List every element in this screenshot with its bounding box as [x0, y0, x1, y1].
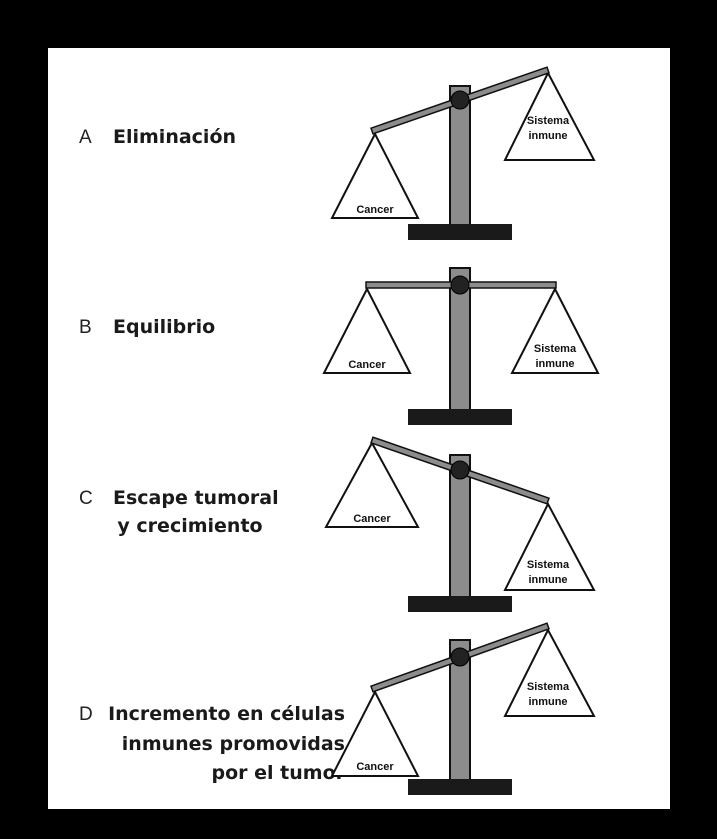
immune-system-label: inmune — [528, 574, 567, 586]
panel-letter: A — [79, 127, 92, 148]
panel-title-line: inmunes promovidas — [122, 733, 345, 755]
cancer-label: Cancer — [353, 513, 391, 525]
panel-letter: B — [79, 317, 92, 338]
panel-title-line: Equilibrio — [113, 316, 215, 338]
panel-title-line: Incremento en células — [108, 703, 345, 725]
panel-title-line: y crecimiento — [117, 515, 262, 537]
scale-base — [408, 409, 512, 425]
immune-system-pan — [510, 286, 600, 374]
cancer-label: Cancer — [356, 761, 394, 773]
scale-pivot — [450, 90, 470, 110]
immune-system-label: Sistema — [527, 559, 570, 571]
scale-base — [408, 779, 512, 795]
panel-letter: D — [79, 704, 93, 725]
cancer-pan — [330, 689, 420, 777]
cancer-label: Cancer — [356, 204, 394, 216]
scale-pivot — [450, 275, 470, 295]
immune-system-pan — [503, 627, 596, 717]
immune-system-pan — [503, 501, 596, 591]
panel-title-line: Escape tumoral — [113, 487, 279, 509]
immune-system-label: inmune — [528, 130, 567, 142]
immune-system-label: Sistema — [527, 681, 570, 693]
cancer-pan — [322, 286, 412, 374]
immune-system-label: Sistema — [527, 115, 570, 127]
cancer-pan — [324, 440, 420, 528]
scale-group-d: D Incremento en células inmunes promovidas… — [79, 622, 596, 795]
immune-system-label: inmune — [535, 358, 574, 370]
scale-pivot — [450, 460, 470, 480]
scale-base — [408, 224, 512, 240]
immune-system-label: Sistema — [534, 343, 577, 355]
immune-system-pan — [503, 70, 596, 161]
scale-pivot — [450, 647, 470, 667]
panel-title-line: Eliminación — [113, 126, 236, 148]
panel-letter: C — [79, 488, 93, 509]
scale-base — [408, 596, 512, 612]
cancer-label: Cancer — [348, 359, 386, 371]
panel-title-line: por el tumor — [212, 762, 346, 784]
immune-system-label: inmune — [528, 696, 567, 708]
cancer-pan — [330, 131, 420, 219]
scale-group-c: C Escape tumoral y crecimiento CancerSistem… — [79, 436, 596, 612]
